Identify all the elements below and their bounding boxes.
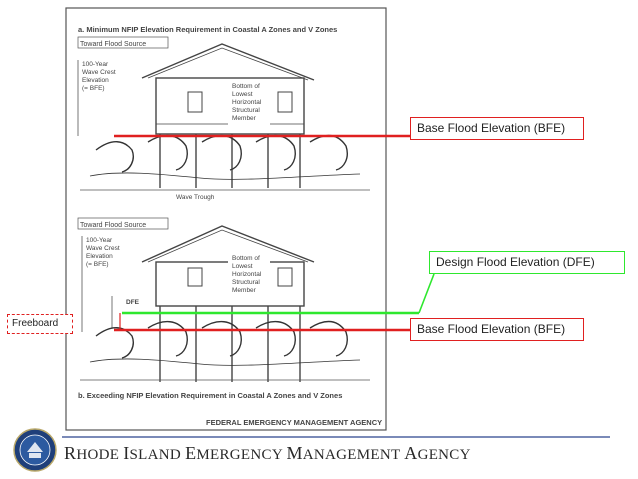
agency-name: RHODE ISLAND EMERGENCY MANAGEMENT AGENCY [64,443,471,463]
svg-text:100-Year: 100-Year [86,237,113,244]
svg-text:Bottom of: Bottom of [232,83,260,90]
house-bottom [141,225,315,382]
panel-top-title: a. Minimum NFIP Elevation Requirement in… [78,25,337,34]
riema-seal-icon [13,428,57,472]
footer-divider [62,436,610,438]
dfe-leader [418,273,435,314]
svg-text:Lowest: Lowest [232,91,253,98]
panel-top-member-label: Bottom of Lowest Horizontal Structural M… [228,80,270,126]
panel-bottom-crest-label: 100-Year Wave Crest Elevation (= BFE) [86,237,120,268]
bfe-callout-top: Base Flood Elevation (BFE) [410,117,584,140]
svg-text:Horizontal: Horizontal [232,271,262,278]
svg-text:Member: Member [232,287,257,294]
svg-text:100-Year: 100-Year [82,61,109,68]
panel-top-flood-source: Toward Flood Source [80,41,146,48]
panel-top-wave-trough: Wave Trough [176,194,215,201]
svg-text:Structural: Structural [232,279,260,286]
svg-text:Horizontal: Horizontal [232,99,262,106]
panel-bottom-member-label: Bottom of Lowest Horizontal Structural M… [228,252,270,298]
svg-text:(= BFE): (= BFE) [82,85,105,92]
panel-top-crest-label: 100-Year Wave Crest Elevation (= BFE) [82,61,116,92]
panel-bottom-title: b. Exceeding NFIP Elevation Requirement … [78,391,342,400]
freeboard-callout: Freeboard [7,314,73,334]
panel-bottom-flood-source: Toward Flood Source [80,222,146,229]
svg-text:Bottom of: Bottom of [232,255,260,262]
svg-text:Wave Crest: Wave Crest [82,69,116,76]
bfe-callout-bottom: Base Flood Elevation (BFE) [410,318,584,341]
diagram-frame [65,7,387,431]
dfe-callout: Design Flood Elevation (DFE) [429,251,625,274]
svg-text:(= BFE): (= BFE) [86,261,109,268]
svg-text:Wave Crest: Wave Crest [86,245,120,252]
waves-top [89,135,361,180]
fema-source: FEDERAL EMERGENCY MANAGEMENT AGENCY [206,418,382,427]
svg-text:Member: Member [232,115,257,122]
svg-text:Elevation: Elevation [82,77,109,84]
dfe-tag: DFE [126,299,140,306]
svg-text:Lowest: Lowest [232,263,253,270]
svg-text:Elevation: Elevation [86,253,113,260]
waves-bottom [89,321,361,366]
svg-text:Structural: Structural [232,107,260,114]
